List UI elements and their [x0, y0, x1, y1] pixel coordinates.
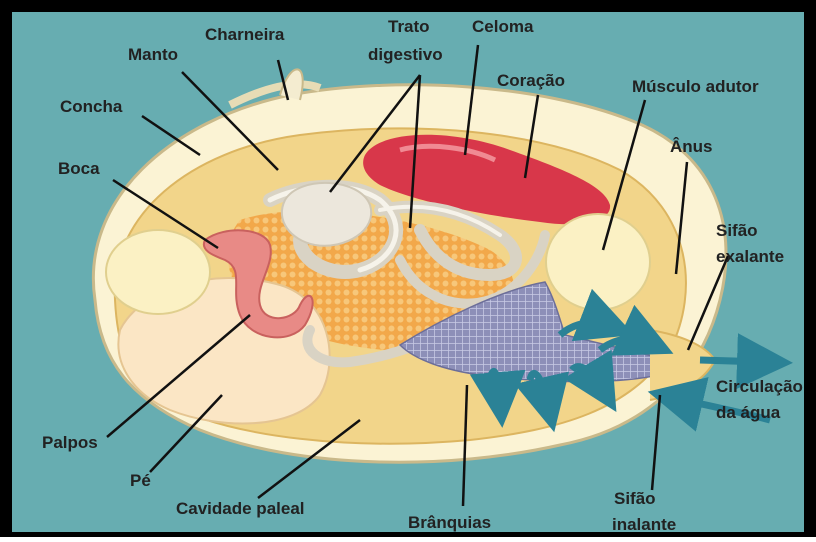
label-anus: Ânus — [670, 137, 713, 156]
label-coracao: Coração — [497, 71, 565, 90]
stomach — [282, 183, 371, 246]
label-circulacao-line2: da água — [716, 403, 781, 422]
label-celoma: Celoma — [472, 17, 534, 36]
label-branquias: Brânquias — [408, 513, 491, 532]
anterior-adductor-muscle — [106, 230, 210, 314]
label-sifao-exalante-line1: Sifão — [716, 221, 758, 240]
label-trato-line1: Trato — [388, 17, 430, 36]
label-pe: Pé — [130, 471, 151, 490]
label-palpos: Palpos — [42, 433, 98, 452]
label-manto: Manto — [128, 45, 178, 64]
label-sifao-inalante-line1: Sifão — [614, 489, 656, 508]
label-concha: Concha — [60, 97, 123, 116]
label-boca: Boca — [58, 159, 100, 178]
label-cavidade-paleal: Cavidade paleal — [176, 499, 305, 518]
label-sifao-inalante-line2: inalante — [612, 515, 676, 534]
label-circulacao-line1: Circulação — [716, 377, 803, 396]
posterior-adductor-muscle — [546, 214, 650, 310]
label-musculo-adutor: Músculo adutor — [632, 77, 759, 96]
label-trato-line2: digestivo — [368, 45, 443, 64]
label-sifao-exalante-line2: exalante — [716, 247, 784, 266]
label-charneira: Charneira — [205, 25, 285, 44]
